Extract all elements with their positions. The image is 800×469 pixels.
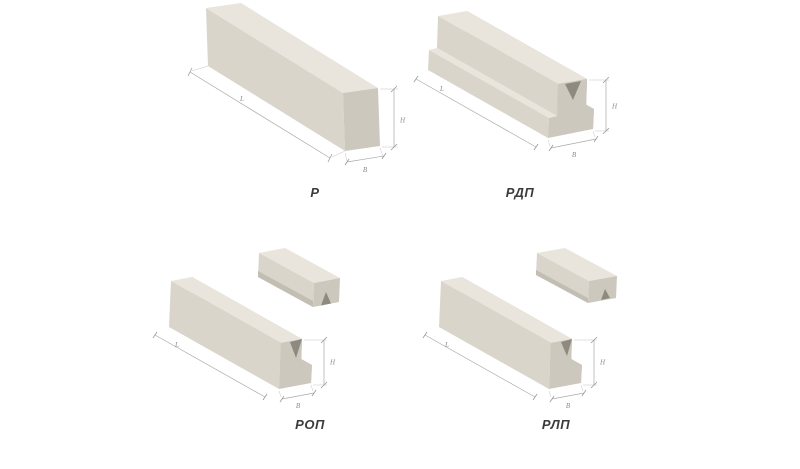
dimension-tick <box>413 75 419 83</box>
dim-label-height: H <box>399 117 406 125</box>
rlp-piece-left-flank <box>536 253 589 303</box>
figure-caption-rlp: РЛП <box>541 417 571 432</box>
beam-rdp-figure: L H B <box>413 11 618 159</box>
rlp-piece-notch <box>601 289 610 300</box>
figure-caption-rdp: РДП <box>505 185 535 200</box>
extension-line <box>310 384 314 392</box>
dimension-tick <box>602 127 610 135</box>
extension-line <box>278 390 282 398</box>
dimension-tick <box>422 331 428 339</box>
rlp-piece-ledge <box>536 270 588 303</box>
beam-p-figure: L H B <box>187 3 406 174</box>
beam-rdp-left-shelf-top <box>429 48 557 118</box>
dim-label-length: L <box>444 341 449 349</box>
dimension-tick <box>320 381 328 389</box>
rop-piece-end-face <box>313 278 340 307</box>
beam-rop-section-piece <box>258 248 340 307</box>
beam-rop-left-flank <box>169 281 281 389</box>
extension-line <box>547 139 551 147</box>
beam-rop-end-notch <box>290 339 302 358</box>
dimension-tick <box>593 135 599 143</box>
beam-rdp-end-face <box>548 79 594 138</box>
dimension-tick <box>187 67 193 77</box>
rlp-piece-end-face <box>588 276 617 303</box>
dimension-tick <box>390 85 398 93</box>
rop-piece-ledge <box>258 271 313 307</box>
dim-label-width: B <box>363 166 368 174</box>
dimension-tick <box>152 331 158 339</box>
dimension-tick <box>279 395 285 403</box>
dimension-tick <box>532 393 538 401</box>
extension-line <box>580 384 584 392</box>
beam-rdp-left-flank <box>437 16 558 116</box>
length-dimension-line <box>189 71 331 159</box>
width-dimension-line <box>281 392 315 400</box>
dimension-tick <box>381 152 387 160</box>
beam-p-body <box>206 3 380 151</box>
beam-rdp-end-notch <box>565 81 581 100</box>
beam-rop-top-face <box>171 277 302 343</box>
extension-line <box>379 147 384 157</box>
beam-p-top-face <box>206 3 378 93</box>
width-dimension-line <box>551 392 585 400</box>
dim-label-height: H <box>329 359 336 367</box>
dim-label-length: L <box>239 95 244 103</box>
dim-label-width: B <box>572 151 577 159</box>
beam-rdp-top-face <box>438 11 587 84</box>
length-dimension-line <box>415 78 537 148</box>
extension-line <box>548 390 552 398</box>
dimension-tick <box>602 76 610 84</box>
extension-line <box>331 150 346 158</box>
extension-line <box>344 152 348 162</box>
rop-piece-top-face <box>259 248 340 283</box>
rlp-piece-top-face <box>537 248 617 281</box>
extension-line <box>592 130 596 138</box>
dimension-tick <box>320 336 328 344</box>
dimension-tick <box>548 144 554 152</box>
dimension-tick <box>327 153 333 163</box>
rop-piece-left-flank <box>258 253 314 307</box>
beam-p-side-face <box>206 8 345 151</box>
dimension-tick <box>590 336 598 344</box>
beam-p-dimensions: L H B <box>187 65 406 174</box>
beam-p-end-face <box>343 88 380 151</box>
dimension-tick <box>390 143 398 151</box>
beam-rlp-end-face <box>549 339 582 389</box>
beam-rdp-body: L H B <box>413 11 618 159</box>
beam-rlp-figure: L H B <box>422 248 617 410</box>
extension-line <box>191 65 209 72</box>
beam-rlp-body: L H B <box>422 277 606 410</box>
dimension-tick <box>533 143 539 151</box>
beam-rop-body: L H B <box>152 277 336 410</box>
rop-piece-notch <box>321 292 331 306</box>
dimension-tick <box>590 381 598 389</box>
length-dimension-line <box>424 334 536 398</box>
length-dimension-line <box>154 334 266 398</box>
dim-label-width: B <box>566 402 571 410</box>
dimension-tick <box>549 395 555 403</box>
beam-rlp-left-flank <box>439 281 551 389</box>
figure-caption-rop: РОП <box>295 417 325 432</box>
figure-caption-p: Р <box>310 185 320 200</box>
dimension-tick <box>311 389 317 397</box>
beam-rdp-left-shelf-side <box>428 50 549 138</box>
dim-label-height: H <box>599 359 606 367</box>
beam-rlp-top-face <box>441 277 572 343</box>
dimension-tick <box>344 158 350 166</box>
dim-label-width: B <box>296 402 301 410</box>
beam-rop-end-face <box>279 339 312 389</box>
dimension-tick <box>262 393 268 401</box>
width-dimension-line <box>550 138 597 149</box>
dim-label-length: L <box>439 85 444 93</box>
width-dimension-line <box>346 155 385 163</box>
dim-label-height: H <box>611 103 618 111</box>
dimension-tick <box>581 389 587 397</box>
beam-rlp-end-notch <box>561 339 572 356</box>
beam-rop-figure: L H B <box>152 248 340 410</box>
beam-rlp-section-piece <box>536 248 617 303</box>
dim-label-length: L <box>174 341 179 349</box>
